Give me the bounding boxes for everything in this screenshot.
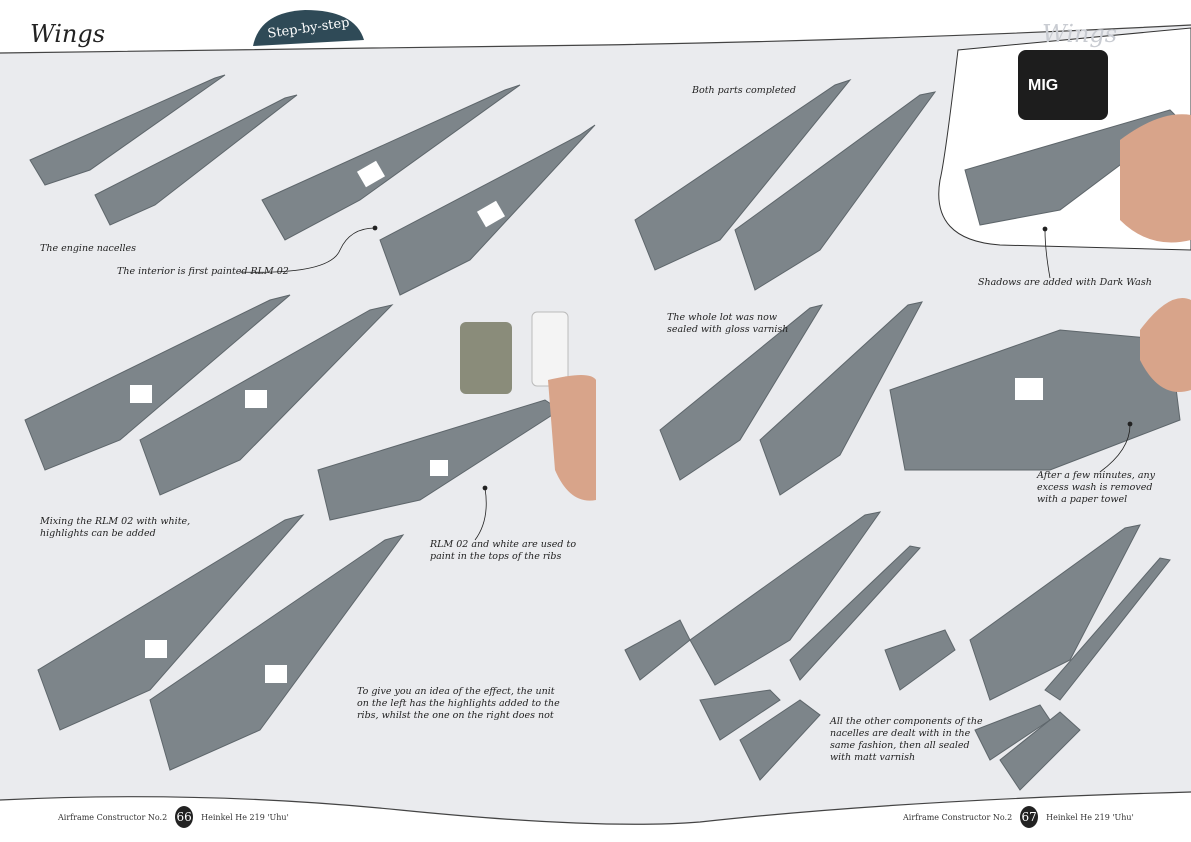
caption-tops-of-ribs: RLM 02 and white are used to paint in th… (430, 539, 577, 562)
caption-effect: To give you an idea of the effect, the u… (357, 686, 560, 721)
caption-engine-nacelles: The engine nacelles (40, 243, 137, 254)
footer-subject: Heinkel He 219 'Uhu' (1046, 812, 1134, 822)
footer-publication: Airframe Constructor No.2 (58, 812, 168, 822)
part-openings (130, 160, 1043, 683)
page-title-left: Wings (30, 20, 106, 48)
caption-shadows: Shadows are added with Dark Wash (978, 277, 1152, 288)
caption-both-completed: Both parts completed (692, 85, 796, 96)
caption-excess-wash: After a few minutes, any excess wash is … (1037, 470, 1155, 505)
svg-text:MIG: MIG (1028, 77, 1058, 94)
caption-gloss: The whole lot was now sealed with gloss … (667, 312, 789, 335)
caption-interior-painted: The interior is first painted RLM 02 (117, 266, 289, 277)
hands (548, 114, 1191, 501)
paint-bottles: MIG (460, 50, 1108, 394)
footer-left: Airframe Constructor No.2 66 Heinkel He … (58, 806, 289, 828)
footer-curve (0, 791, 1191, 825)
leader-lines (239, 225, 1133, 541)
footer-publication: Airframe Constructor No.2 (903, 812, 1013, 822)
page-number: 67 (1020, 806, 1039, 828)
page-number: 66 (175, 806, 194, 828)
page-title-right: Wings (1042, 20, 1118, 48)
footer-right: Airframe Constructor No.2 67 Heinkel He … (903, 806, 1134, 828)
badge-shape (253, 10, 364, 46)
caption-mixing: Mixing the RLM 02 with white, highlights… (40, 516, 191, 539)
footer-subject: Heinkel He 219 'Uhu' (201, 812, 289, 822)
header-curve (0, 24, 1191, 54)
caption-other-components: All the other components of the nacelles… (830, 716, 983, 763)
